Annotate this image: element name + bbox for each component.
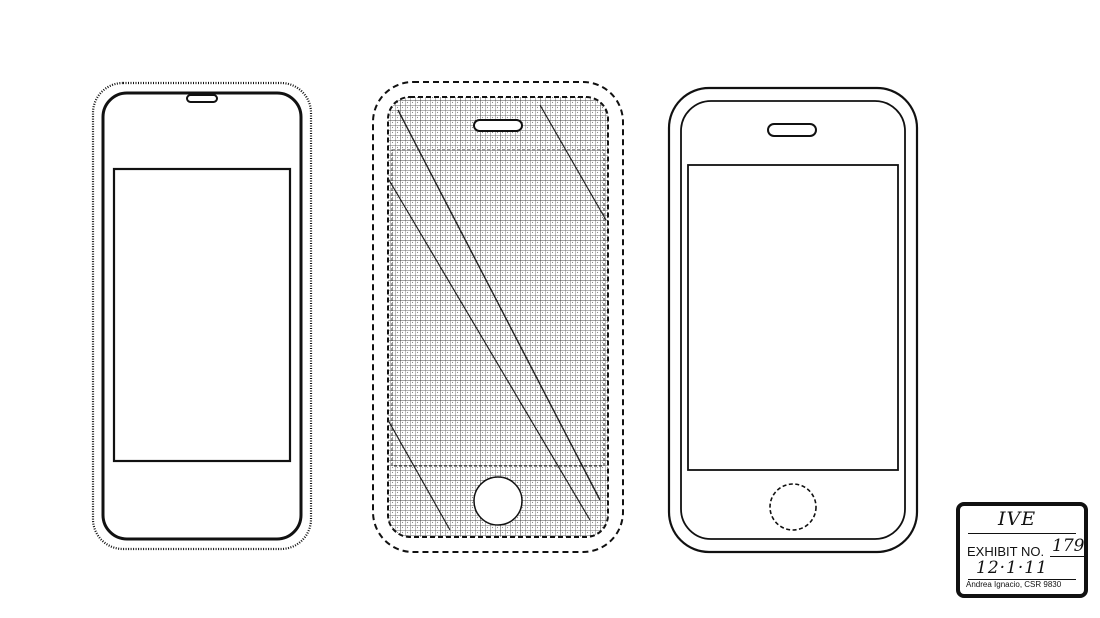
phone-3-speaker-slot	[767, 123, 817, 137]
phone-3-outer-body	[667, 86, 919, 554]
phone-1-display	[112, 167, 292, 463]
phone-2-display-region	[391, 149, 605, 467]
exhibit-rule-top	[968, 533, 1076, 534]
phone-2-reflection-line	[388, 419, 451, 531]
phone-3-display	[687, 164, 899, 471]
exhibit-rule-bottom	[968, 579, 1076, 580]
phone-1-speaker-slot	[186, 94, 218, 103]
exhibit-number: 179	[1050, 536, 1087, 557]
phone-3-home-button	[769, 483, 817, 531]
phone-2-speaker-slot	[473, 119, 523, 132]
exhibit-sticker: IVE EXHIBIT NO. 179 12·1·11 Andrea Ignac…	[956, 502, 1088, 598]
phone-2-outer-body	[372, 81, 624, 553]
phone-figure-2	[372, 81, 624, 553]
phone-2-reflection-line	[539, 104, 607, 221]
phone-1-bezel	[101, 91, 303, 541]
phone-1-outer-body	[91, 81, 313, 551]
exhibit-date: 12·1·11	[976, 558, 1048, 578]
phone-2-home-button	[473, 476, 523, 526]
phone-3-bezel	[680, 100, 906, 540]
exhibit-label: EXHIBIT NO.	[967, 544, 1045, 559]
exhibit-deponent-name: IVE	[998, 508, 1037, 530]
phone-2-reflection-line	[397, 109, 601, 501]
exhibit-reporter: Andrea Ignacio, CSR 9830	[966, 580, 1062, 589]
phone-figure-3	[667, 86, 919, 554]
phone-2-reflection-line	[388, 174, 591, 521]
phone-figure-1	[91, 81, 313, 551]
